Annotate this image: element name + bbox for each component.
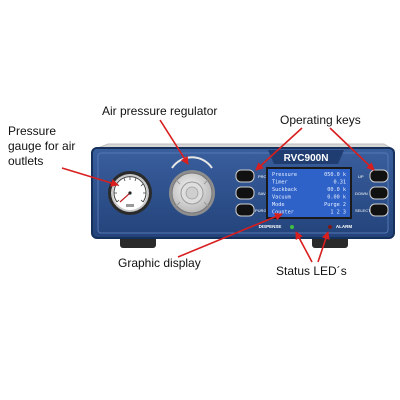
status-leds-label: Status LED´s xyxy=(276,264,347,278)
key-label-prog: PROG xyxy=(258,174,270,179)
device-title-tab xyxy=(268,150,344,164)
status-label-alarm: ALARM xyxy=(336,224,352,229)
key-label-purge: PURGE xyxy=(255,208,270,213)
screen-line-label: Pressure xyxy=(272,172,297,178)
right-key-down[interactable]: DOWN xyxy=(355,186,389,200)
screen-line-label: Mode xyxy=(272,202,285,208)
air-pressure-regulator[interactable] xyxy=(169,156,215,216)
status-led-arrow-right xyxy=(317,231,330,263)
device-model: RVC900N xyxy=(284,153,329,164)
right-key-up[interactable]: UP xyxy=(358,169,389,183)
left-key-prog[interactable]: PROG xyxy=(235,169,270,183)
screen-line-value: 0.00 k xyxy=(327,195,347,201)
screen-line-value: 050.0 k xyxy=(324,172,347,178)
graphic-display-label: Graphic display xyxy=(118,256,201,270)
right-key-select[interactable]: SELECT xyxy=(355,203,389,217)
screen-line-value: 1 2 3 xyxy=(330,210,346,216)
screen-line-label: Timer xyxy=(272,180,288,186)
dispense-led xyxy=(290,225,294,229)
pressure-gauge-arrow xyxy=(61,167,119,187)
left-key-purge[interactable]: PURGE xyxy=(235,203,270,217)
status-led-arrow-left xyxy=(295,231,313,263)
operating-keys-label: Operating keys xyxy=(280,113,361,127)
screen-line-label: Suckback xyxy=(272,187,298,193)
screen-line-value: 0.31 xyxy=(334,180,347,186)
screen-line-value: 00.0 k xyxy=(327,187,347,193)
left-key-save[interactable]: SAVE xyxy=(235,186,269,200)
screen-line-value: Purge 2 xyxy=(324,202,346,208)
screen-line-label: Counter xyxy=(272,210,294,216)
key-label-down: DOWN xyxy=(355,191,368,196)
key-label-save: SAVE xyxy=(258,191,269,196)
operating-keys-arrow-left xyxy=(255,127,303,171)
regulator-arrow xyxy=(159,119,189,165)
status-label-dispense: DISPENSE xyxy=(259,224,282,229)
graphic-display-arrow xyxy=(177,212,283,258)
pressure-gauge xyxy=(108,171,152,215)
air-pressure-regulator-label: Air pressure regulator xyxy=(102,104,218,118)
screen-line-label: Vacuum xyxy=(272,195,291,201)
pressure-gauge-label: Pressure gauge for air outlets xyxy=(8,124,76,168)
operating-keys-arrow-right xyxy=(329,127,375,171)
key-label-select: SELECT xyxy=(355,208,371,213)
alarm-led xyxy=(328,225,332,229)
key-label-up: UP xyxy=(358,174,364,179)
graphic-display: Pressure 050.0 k Timer 0.31 Suckback 00.… xyxy=(266,167,352,219)
